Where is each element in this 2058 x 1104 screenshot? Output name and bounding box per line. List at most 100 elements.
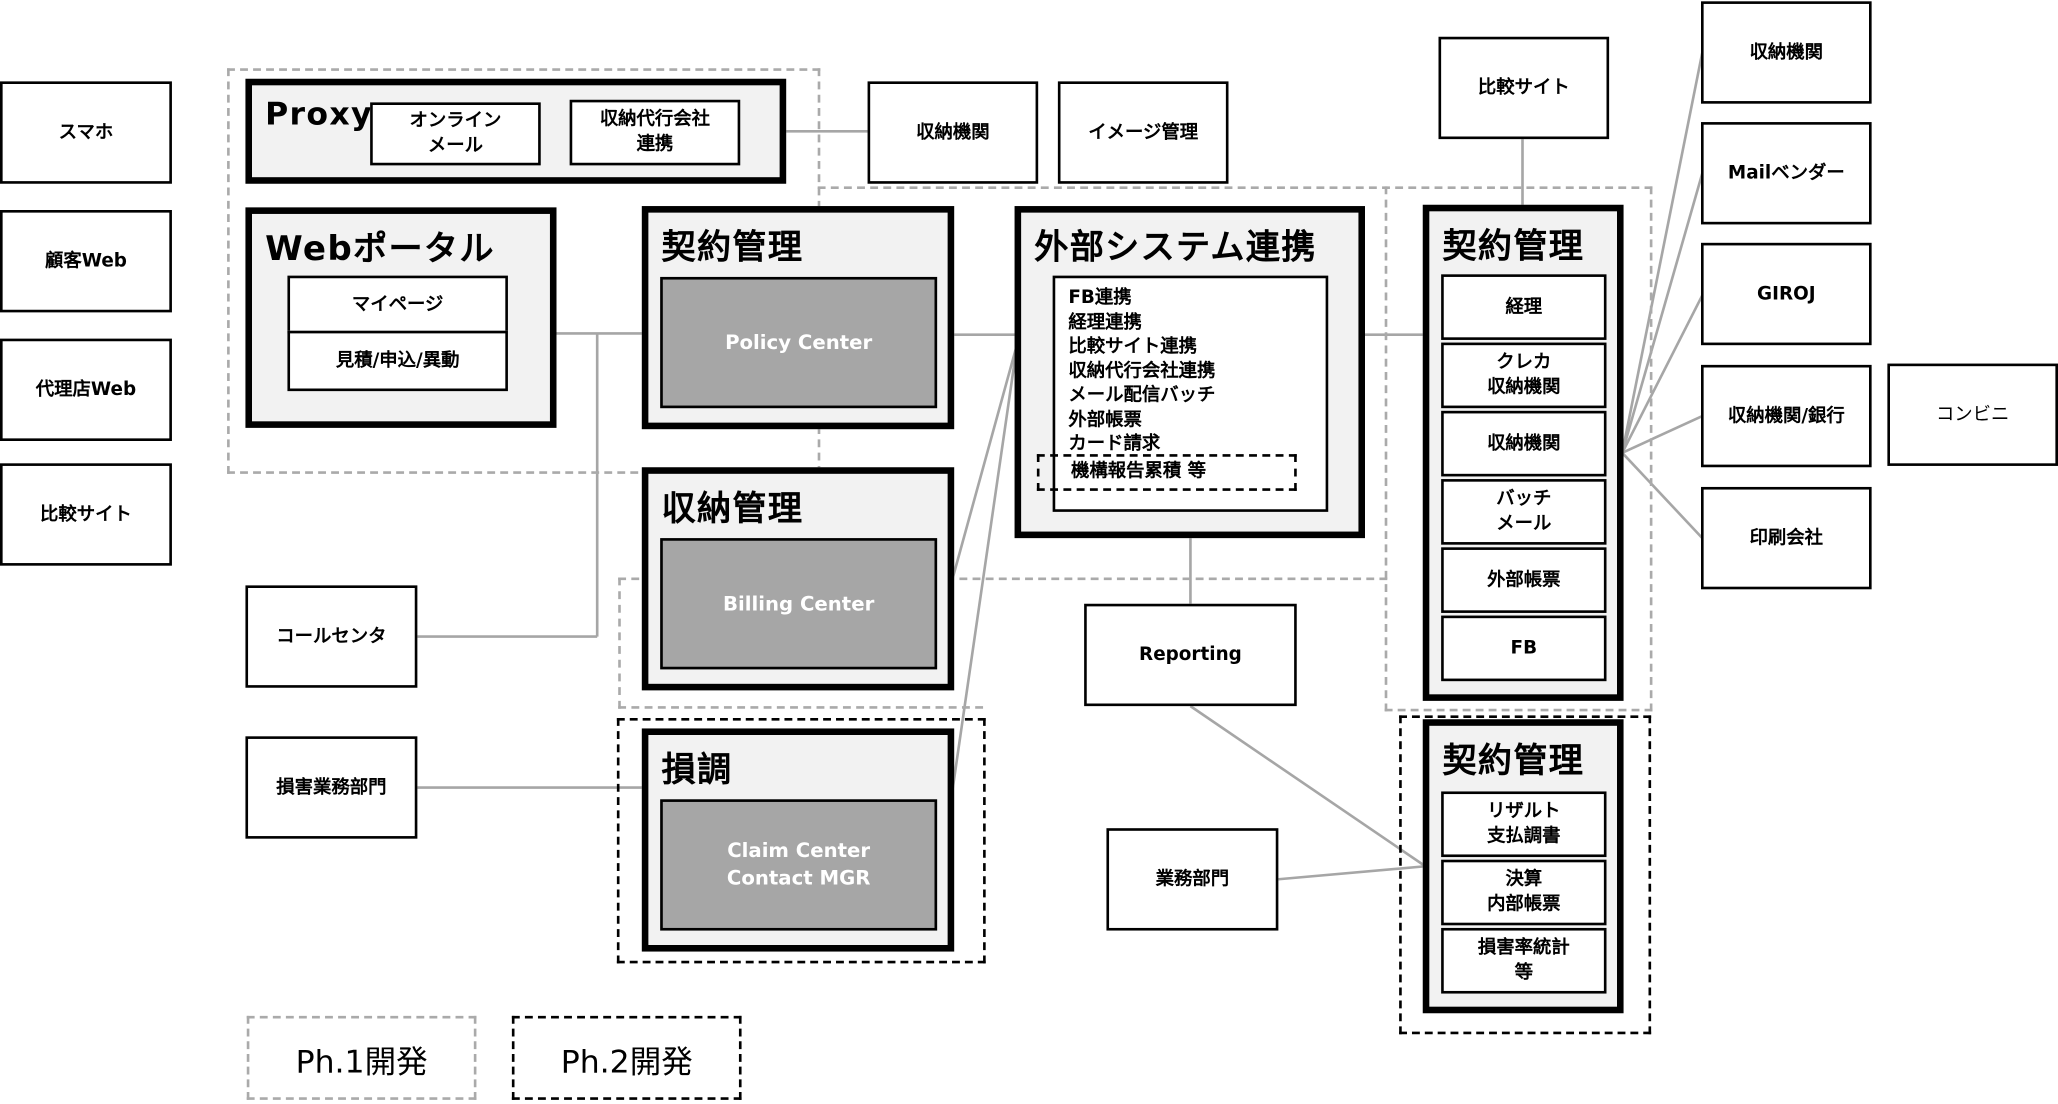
box-label: 損害業務部門	[276, 776, 387, 798]
ph1-item-credit-card[interactable]: クレカ 収納機関	[1441, 342, 1607, 409]
phase2-boundary-claim	[616, 717, 986, 964]
contract-management-title: 契約管理	[1442, 227, 1585, 267]
external-image-management[interactable]: イメージ管理	[1057, 81, 1229, 184]
external-integration-system[interactable]: 外部システム連携 FB連携 経理連携 比較サイト連携 収納代行会社連携 メール配…	[1014, 206, 1365, 539]
phase1-boundary-billing-bottom	[618, 706, 984, 709]
box-label: 収納機関	[916, 121, 990, 143]
external-comparison-site-top[interactable]: 比較サイト	[1438, 36, 1610, 140]
item-label: 外部帳票	[1487, 569, 1561, 591]
proxy-system[interactable]: Proxy オンライン メール 収納代行会社 連携	[245, 78, 787, 184]
connector	[1620, 172, 1704, 454]
ph1-item-batch-mail[interactable]: バッチ メール	[1441, 479, 1607, 545]
connector	[1621, 414, 1703, 455]
channel-label: 比較サイト	[40, 503, 132, 525]
box-label: GIROJ	[1757, 282, 1816, 304]
ph1-item-payment-institution[interactable]: 収納機関	[1441, 410, 1607, 477]
web-portal-item-mypage[interactable]: マイページ	[287, 275, 508, 334]
connector	[1621, 451, 1704, 540]
call-center[interactable]: コールセンタ	[245, 585, 418, 688]
product-label: Claim Center	[727, 838, 871, 863]
phase2-integration-item-box: 機構報告累積 等	[1036, 454, 1297, 491]
box-label: コンビニ	[1935, 403, 2010, 425]
legend-label: Ph.1開発	[295, 1042, 428, 1080]
item-label: FB	[1510, 637, 1538, 659]
ph2-item-result-payment[interactable]: リザルト 支払調書	[1441, 791, 1607, 858]
ph1-item-external-forms[interactable]: 外部帳票	[1441, 547, 1607, 613]
integration-items: FB連携 経理連携 比較サイト連携 収納代行会社連携 メール配信バッチ 外部帳票…	[1055, 278, 1325, 456]
proxy-item-payment-agent[interactable]: 収納代行会社 連携	[569, 99, 741, 166]
product-label: Contact MGR	[726, 866, 871, 890]
channel-customer-web[interactable]: 顧客Web	[0, 210, 172, 313]
external-giroj[interactable]: GIROJ	[1701, 242, 1872, 346]
web-portal-title: Webポータル	[265, 229, 495, 270]
proxy-item-online-mail[interactable]: オンライン メール	[370, 102, 541, 166]
legend-phase2: Ph.2開発	[511, 1015, 742, 1100]
external-convenience-store[interactable]: コンビニ	[1887, 363, 2058, 466]
policy-management-system[interactable]: 契約管理 Policy Center	[641, 206, 955, 430]
integration-item-phase2: 機構報告累積 等	[1071, 460, 1207, 482]
phase2-boundary-contract	[1399, 715, 1652, 1035]
ph1-item-fb[interactable]: FB	[1441, 615, 1607, 682]
proxy-title: Proxy	[265, 95, 373, 133]
box-label: Mailベンダー	[1727, 162, 1845, 184]
contract-management-ph1[interactable]: 契約管理 経理 クレカ 収納機関 収納機関 バッチ メール 外部帳票 FB	[1422, 204, 1624, 701]
legend-phase1: Ph.1開発	[246, 1015, 477, 1100]
legend-label: Ph.2開発	[560, 1042, 693, 1080]
integration-list: FB連携 経理連携 比較サイト連携 収納代行会社連携 メール配信バッチ 外部帳票…	[1052, 275, 1329, 512]
item-label: 経理	[1505, 296, 1543, 318]
external-payment-institution[interactable]: 収納機関	[1701, 1, 1872, 104]
phase1-boundary-top	[817, 186, 1653, 189]
integration-item: 比較サイト連携	[1068, 336, 1197, 357]
item-label: リザルト 支払調書	[1487, 800, 1561, 847]
item-label: 見積/申込/異動	[335, 349, 460, 371]
box-label: 収納機関/銀行	[1727, 404, 1845, 426]
item-label: 損害率統計 等	[1477, 937, 1570, 984]
reporting[interactable]: Reporting	[1084, 603, 1297, 707]
contract-management-ph2[interactable]: 契約管理 リザルト 支払調書 決算 内部帳票 損害率統計 等	[1422, 719, 1624, 1014]
billing-management-system[interactable]: 収納管理 Billing Center	[641, 467, 955, 691]
proxy-item-label: オンライン メール	[409, 110, 502, 157]
connector	[1189, 705, 1427, 868]
claim-center-box[interactable]: Claim Center Contact MGR	[660, 799, 938, 931]
ph2-item-loss-ratio[interactable]: 損害率統計 等	[1441, 927, 1607, 994]
channel-label: 顧客Web	[44, 250, 127, 272]
connector	[951, 343, 1019, 578]
external-payment-bank[interactable]: 収納機関/銀行	[1701, 364, 1872, 468]
external-printing-company[interactable]: 印刷会社	[1701, 486, 1872, 590]
external-integration-title: 外部システム連携	[1034, 228, 1317, 268]
box-label: イメージ管理	[1088, 121, 1199, 143]
external-payment-institution-top[interactable]: 収納機関	[867, 81, 1039, 184]
web-portal-system[interactable]: Webポータル マイページ 見積/申込/異動	[245, 207, 557, 428]
item-label: バッチ メール	[1496, 488, 1552, 535]
product-label: Billing Center	[723, 591, 875, 615]
policy-center-box[interactable]: Policy Center	[660, 276, 938, 409]
business-dept[interactable]: 業務部門	[1106, 828, 1279, 931]
item-label: 収納機関	[1487, 432, 1561, 454]
claim-system[interactable]: 損調 Claim Center Contact MGR	[641, 728, 955, 952]
ph1-item-accounting[interactable]: 経理	[1441, 274, 1607, 340]
box-label: 収納機関	[1749, 41, 1824, 63]
billing-center-box[interactable]: Billing Center	[660, 538, 938, 670]
loss-business-dept[interactable]: 損害業務部門	[245, 736, 418, 839]
external-mail-vendor[interactable]: Mailベンダー	[1701, 122, 1872, 225]
integration-item: 収納代行会社連携	[1068, 360, 1216, 382]
channel-label: 代理店Web	[35, 378, 137, 400]
claim-title: 損調	[661, 750, 733, 791]
integration-item: カード請求	[1068, 433, 1161, 455]
integration-item: 経理連携	[1068, 311, 1142, 333]
channel-agent-web[interactable]: 代理店Web	[0, 338, 172, 441]
box-label: 印刷会社	[1749, 527, 1824, 549]
item-label: マイページ	[351, 293, 444, 315]
channel-smartphone[interactable]: スマホ	[0, 81, 172, 184]
integration-item: 外部帳票	[1068, 408, 1142, 430]
integration-item: FB連携	[1068, 287, 1132, 309]
ph2-item-settlement[interactable]: 決算 内部帳票	[1441, 859, 1607, 926]
product-label: Policy Center	[725, 330, 873, 354]
phase1-boundary-right	[1384, 186, 1653, 712]
channel-comparison-site[interactable]: 比較サイト	[0, 463, 172, 566]
web-portal-item-quote[interactable]: 見積/申込/異動	[287, 330, 508, 392]
box-label: コールセンタ	[276, 625, 387, 647]
proxy-item-label: 収納代行会社 連携	[599, 109, 711, 155]
